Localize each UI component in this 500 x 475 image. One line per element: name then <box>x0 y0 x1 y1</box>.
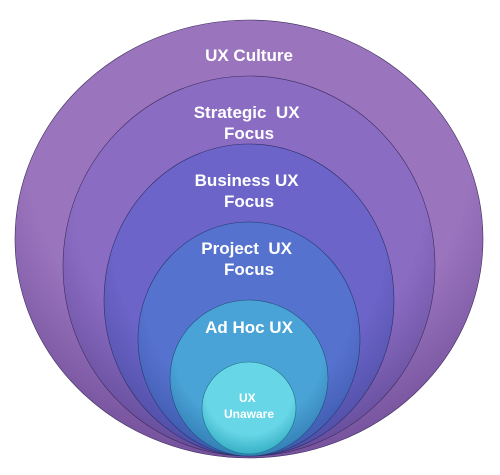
label-strategic-ux-focus: Strategic UX Focus <box>194 103 305 143</box>
ring-ux-unaware <box>201 361 297 455</box>
label-ux-unaware: UX Unaware <box>224 391 274 421</box>
label-ad-hoc-ux: Ad Hoc UX <box>205 318 294 337</box>
label-business-ux-focus: Business UX Focus <box>195 171 304 211</box>
label-ux-culture: UX Culture <box>205 46 293 65</box>
label-project-ux-focus: Project UX Focus <box>201 239 296 279</box>
